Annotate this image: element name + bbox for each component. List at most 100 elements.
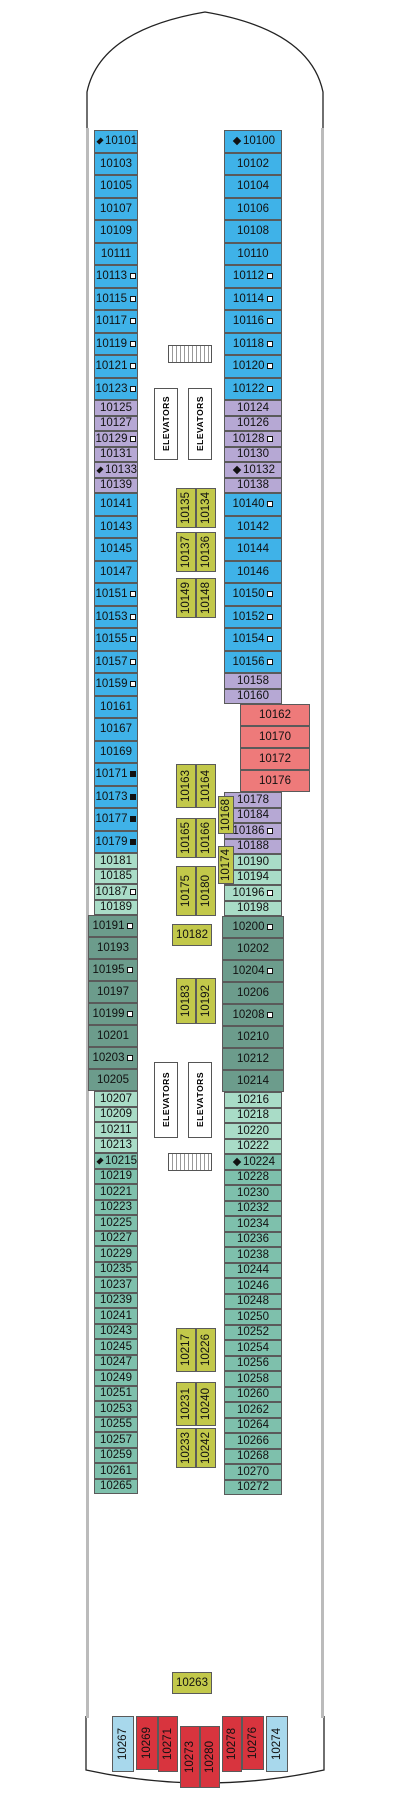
cabin-10165[interactable]: 10165 — [176, 818, 196, 858]
cabin-10229[interactable]: 10229 — [94, 1246, 138, 1262]
cabin-10225[interactable]: 10225 — [94, 1215, 138, 1231]
cabin-10218[interactable]: 10218 — [224, 1107, 282, 1123]
cabin-10200[interactable]: 10200 — [222, 916, 284, 938]
cabin-10129[interactable]: 10129 — [94, 431, 138, 447]
cabin-10241[interactable]: 10241 — [94, 1308, 138, 1324]
cabin-10280[interactable]: 10280 — [200, 1726, 220, 1788]
cabin-10196[interactable]: 10196 — [224, 885, 282, 901]
cabin-10269[interactable]: 10269 — [136, 1716, 158, 1770]
cabin-10272[interactable]: 10272 — [224, 1479, 282, 1495]
cabin-10228[interactable]: 10228 — [224, 1169, 282, 1185]
cabin-10220[interactable]: 10220 — [224, 1123, 282, 1139]
cabin-10108[interactable]: 10108 — [224, 220, 282, 243]
cabin-10236[interactable]: 10236 — [224, 1231, 282, 1247]
cabin-10133[interactable]: 10133 — [94, 462, 138, 478]
cabin-10197[interactable]: 10197 — [88, 981, 138, 1003]
cabin-10150[interactable]: 10150 — [224, 583, 282, 606]
cabin-10271[interactable]: 10271 — [158, 1716, 178, 1772]
cabin-10170[interactable]: 10170 — [240, 726, 310, 748]
cabin-10276[interactable]: 10276 — [242, 1716, 264, 1770]
cabin-10211[interactable]: 10211 — [94, 1122, 138, 1138]
cabin-10154[interactable]: 10154 — [224, 628, 282, 651]
cabin-10151[interactable]: 10151 — [94, 583, 138, 606]
cabin-10101[interactable]: 10101 — [94, 130, 138, 153]
cabin-10123[interactable]: 10123 — [94, 377, 138, 400]
cabin-10162[interactable]: 10162 — [240, 704, 310, 726]
cabin-10232[interactable]: 10232 — [224, 1200, 282, 1216]
cabin-10147[interactable]: 10147 — [94, 560, 138, 583]
cabin-10216[interactable]: 10216 — [224, 1092, 282, 1108]
cabin-10174[interactable]: 10174 — [218, 846, 234, 884]
cabin-10107[interactable]: 10107 — [94, 197, 138, 220]
cabin-10163[interactable]: 10163 — [176, 764, 196, 808]
cabin-10219[interactable]: 10219 — [94, 1168, 138, 1184]
cabin-10240[interactable]: 10240 — [196, 1382, 216, 1426]
cabin-10100[interactable]: 10100 — [224, 130, 282, 153]
cabin-10270[interactable]: 10270 — [224, 1464, 282, 1480]
cabin-10239[interactable]: 10239 — [94, 1292, 138, 1308]
cabin-10176[interactable]: 10176 — [240, 770, 310, 792]
cabin-10222[interactable]: 10222 — [224, 1138, 282, 1154]
cabin-10255[interactable]: 10255 — [94, 1416, 138, 1432]
cabin-10208[interactable]: 10208 — [222, 1004, 284, 1026]
cabin-10114[interactable]: 10114 — [224, 287, 282, 310]
cabin-10117[interactable]: 10117 — [94, 310, 138, 333]
cabin-10109[interactable]: 10109 — [94, 220, 138, 243]
cabin-10157[interactable]: 10157 — [94, 650, 138, 673]
cabin-10113[interactable]: 10113 — [94, 265, 138, 288]
cabin-10164[interactable]: 10164 — [196, 764, 216, 808]
cabin-10244[interactable]: 10244 — [224, 1262, 282, 1278]
cabin-10227[interactable]: 10227 — [94, 1230, 138, 1246]
cabin-10273[interactable]: 10273 — [180, 1726, 200, 1788]
cabin-10198[interactable]: 10198 — [224, 900, 282, 916]
cabin-10210[interactable]: 10210 — [222, 1026, 284, 1048]
cabin-10252[interactable]: 10252 — [224, 1324, 282, 1340]
cabin-10185[interactable]: 10185 — [94, 868, 138, 884]
cabin-10254[interactable]: 10254 — [224, 1340, 282, 1356]
cabin-10263[interactable]: 10263 — [172, 1672, 212, 1694]
cabin-10166[interactable]: 10166 — [196, 818, 216, 858]
cabin-10153[interactable]: 10153 — [94, 605, 138, 628]
cabin-10233[interactable]: 10233 — [176, 1428, 196, 1468]
cabin-10231[interactable]: 10231 — [176, 1382, 196, 1426]
cabin-10142[interactable]: 10142 — [224, 515, 282, 538]
cabin-10267[interactable]: 10267 — [112, 1716, 134, 1772]
cabin-10134[interactable]: 10134 — [196, 488, 216, 528]
cabin-10204[interactable]: 10204 — [222, 960, 284, 982]
cabin-10173[interactable]: 10173 — [94, 785, 138, 808]
cabin-10175[interactable]: 10175 — [176, 866, 196, 916]
cabin-10238[interactable]: 10238 — [224, 1247, 282, 1263]
cabin-10199[interactable]: 10199 — [88, 1003, 138, 1025]
cabin-10155[interactable]: 10155 — [94, 628, 138, 651]
cabin-10266[interactable]: 10266 — [224, 1433, 282, 1449]
cabin-10262[interactable]: 10262 — [224, 1402, 282, 1418]
cabin-10237[interactable]: 10237 — [94, 1277, 138, 1293]
cabin-10131[interactable]: 10131 — [94, 446, 138, 462]
cabin-10156[interactable]: 10156 — [224, 650, 282, 673]
cabin-10274[interactable]: 10274 — [266, 1716, 288, 1772]
cabin-10250[interactable]: 10250 — [224, 1309, 282, 1325]
cabin-10234[interactable]: 10234 — [224, 1216, 282, 1232]
cabin-10182[interactable]: 10182 — [172, 924, 212, 946]
cabin-10119[interactable]: 10119 — [94, 332, 138, 355]
cabin-10106[interactable]: 10106 — [224, 197, 282, 220]
cabin-10124[interactable]: 10124 — [224, 400, 282, 416]
cabin-10256[interactable]: 10256 — [224, 1355, 282, 1371]
cabin-10118[interactable]: 10118 — [224, 332, 282, 355]
cabin-10122[interactable]: 10122 — [224, 377, 282, 400]
cabin-10130[interactable]: 10130 — [224, 446, 282, 462]
cabin-10141[interactable]: 10141 — [94, 493, 138, 516]
cabin-10242[interactable]: 10242 — [196, 1428, 216, 1468]
cabin-10159[interactable]: 10159 — [94, 673, 138, 696]
cabin-10261[interactable]: 10261 — [94, 1463, 138, 1479]
cabin-10260[interactable]: 10260 — [224, 1386, 282, 1402]
cabin-10136[interactable]: 10136 — [196, 532, 216, 572]
cabin-10160[interactable]: 10160 — [224, 688, 282, 704]
cabin-10152[interactable]: 10152 — [224, 605, 282, 628]
cabin-10121[interactable]: 10121 — [94, 355, 138, 378]
cabin-10193[interactable]: 10193 — [88, 937, 138, 959]
cabin-10167[interactable]: 10167 — [94, 718, 138, 741]
cabin-10171[interactable]: 10171 — [94, 763, 138, 786]
cabin-10145[interactable]: 10145 — [94, 538, 138, 561]
cabin-10181[interactable]: 10181 — [94, 853, 138, 869]
